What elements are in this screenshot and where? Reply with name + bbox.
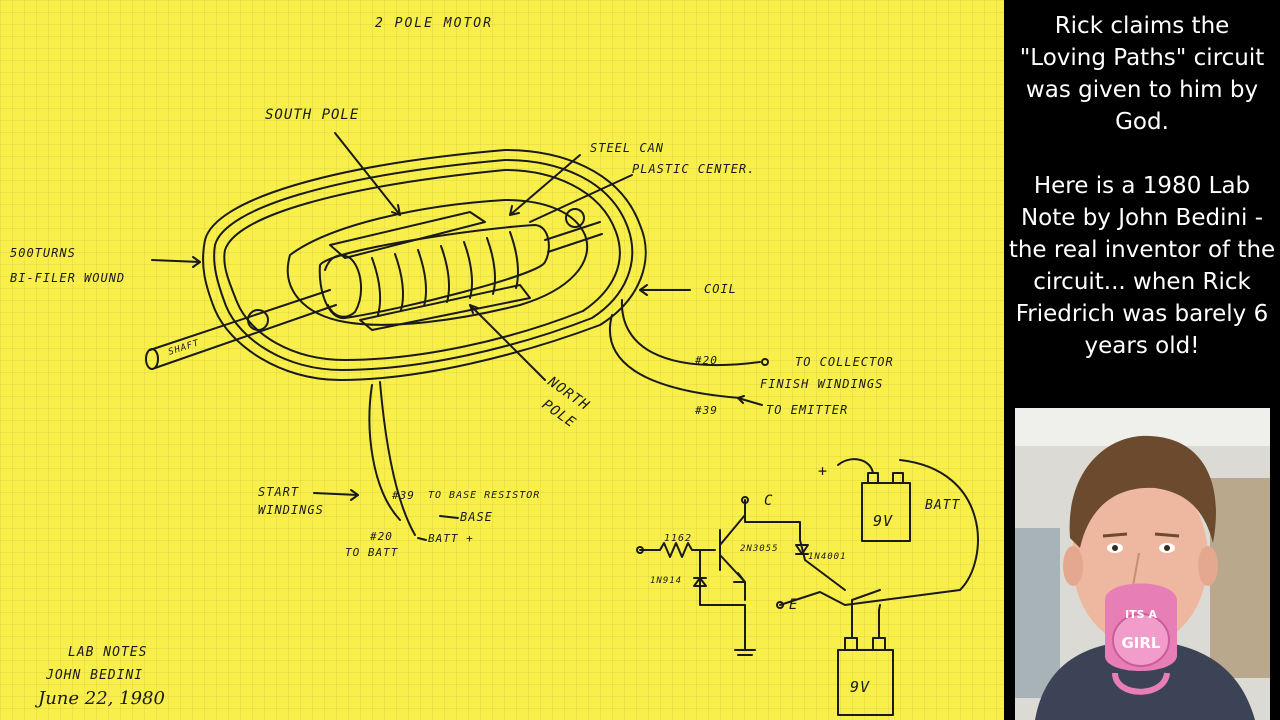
circuit-diode1-label: 1N914 (650, 576, 683, 586)
label-wire-39-emitter: #39 (695, 404, 718, 417)
motor-drawing (145, 132, 979, 716)
label-to-emitter: TO EMITTER (766, 403, 849, 417)
label-base: BASE (460, 510, 493, 524)
label-turns: 500TURNS (10, 246, 76, 260)
label-steel-can: STEEL CAN (590, 141, 665, 155)
pacifier-text-line2: GIRL (1121, 634, 1161, 652)
label-south-pole: SOUTH POLE (265, 107, 360, 123)
circuit-transistor-label: 2N3055 (740, 544, 779, 554)
label-wire-20-batt: #20 (370, 530, 393, 543)
lab-note-sheet: 2 POLE MOTOR SOUTH POLE STEEL CAN PLASTI… (0, 0, 1004, 720)
label-bifiler: BI-FILER WOUND (10, 271, 126, 285)
circuit-batt-label: BATT (925, 498, 961, 513)
circuit-diode2-label: 1N4001 (808, 552, 847, 562)
caption-rebuttal: Here is a 1980 Lab Note by John Bedini -… (1008, 173, 1276, 359)
circuit-collector-label: C (764, 493, 774, 509)
label-start: START (258, 485, 300, 499)
label-windings: WINDINGS (258, 503, 324, 517)
pacifier-text-line1: ITS A (1125, 608, 1157, 621)
label-plastic-center: PLASTIC CENTER. (632, 162, 756, 176)
label-finish-windings: FINISH WINDINGS (760, 377, 884, 391)
label-batt-plus: BATT + (428, 532, 474, 545)
circuit-emitter-label: E (789, 597, 799, 613)
battery1-volts: 9V (873, 512, 894, 530)
caption-claim: Rick claims the "Loving Paths" circuit w… (1019, 13, 1265, 135)
drawing-title: 2 POLE MOTOR (375, 16, 493, 31)
signature-name: JOHN BEDINI (46, 668, 144, 683)
signature-date: June 22, 1980 (38, 688, 165, 709)
label-to-collector: TO COLLECTOR (795, 355, 894, 369)
label-wire-39-base: #39 (392, 489, 415, 502)
caption-panel: Rick claims the "Loving Paths" circuit w… (1004, 0, 1280, 405)
person-illustration (1015, 408, 1270, 720)
label-coil: COIL (704, 282, 737, 296)
label-to-base-resistor: TO BASE RESISTOR (428, 490, 541, 501)
signature-lab-notes: LAB NOTES (68, 645, 148, 660)
battery2-volts: 9V (850, 678, 871, 696)
circuit-plus: + (818, 462, 829, 480)
label-to-batt: TO BATT (345, 546, 399, 559)
person-photo: ITS A GIRL (1015, 408, 1270, 720)
circuit-resistor-label: 1162 (664, 533, 693, 544)
label-wire-20: #20 (695, 354, 718, 367)
